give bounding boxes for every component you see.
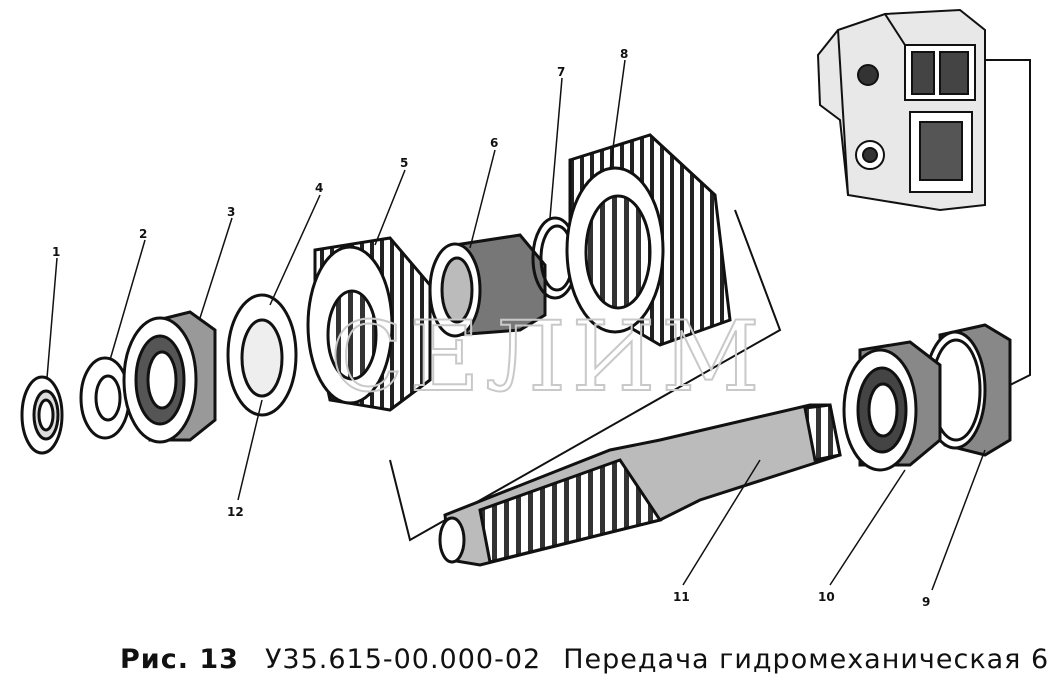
callout-11: 11	[673, 590, 690, 604]
drawing-code: У35.615-00.000-02	[264, 644, 542, 675]
callout-leaders	[46, 59, 986, 591]
sleeve-part-6	[428, 233, 547, 338]
gearbox-housing	[816, 8, 986, 212]
shaft-leader-frame	[389, 209, 782, 542]
housing-leader	[985, 59, 1031, 386]
figure-number: Рис. 13	[120, 644, 239, 675]
figure-title: Передача гидромеханическая 6	[563, 644, 1050, 675]
bearing-part-10	[842, 340, 942, 472]
callout-9: 9	[922, 595, 930, 609]
callout-1: 1	[52, 245, 60, 259]
outer-race-part-9	[923, 323, 1012, 457]
callout-8: 8	[620, 47, 628, 61]
callout-7: 7	[557, 65, 565, 79]
gear-part-5	[306, 236, 432, 412]
callout-10: 10	[818, 590, 835, 604]
figure-caption: Рис. 13 У35.615-00.000-02 Передача гидроме…	[120, 640, 1048, 680]
callout-4: 4	[315, 181, 323, 195]
watermark-text: СЕЛИМ	[330, 301, 766, 413]
large-gear-part-8	[565, 133, 732, 347]
shaft-part-11	[438, 403, 842, 567]
callout-5: 5	[400, 156, 408, 170]
bearing-part-3	[122, 310, 217, 444]
callout-6: 6	[490, 136, 498, 150]
callout-3: 3	[227, 205, 235, 219]
lock-washer-part-2	[79, 356, 131, 440]
nut-part-1	[20, 375, 64, 455]
snap-ring-part-4	[226, 293, 298, 417]
callout-2: 2	[139, 227, 147, 241]
callout-12: 12	[227, 505, 244, 519]
